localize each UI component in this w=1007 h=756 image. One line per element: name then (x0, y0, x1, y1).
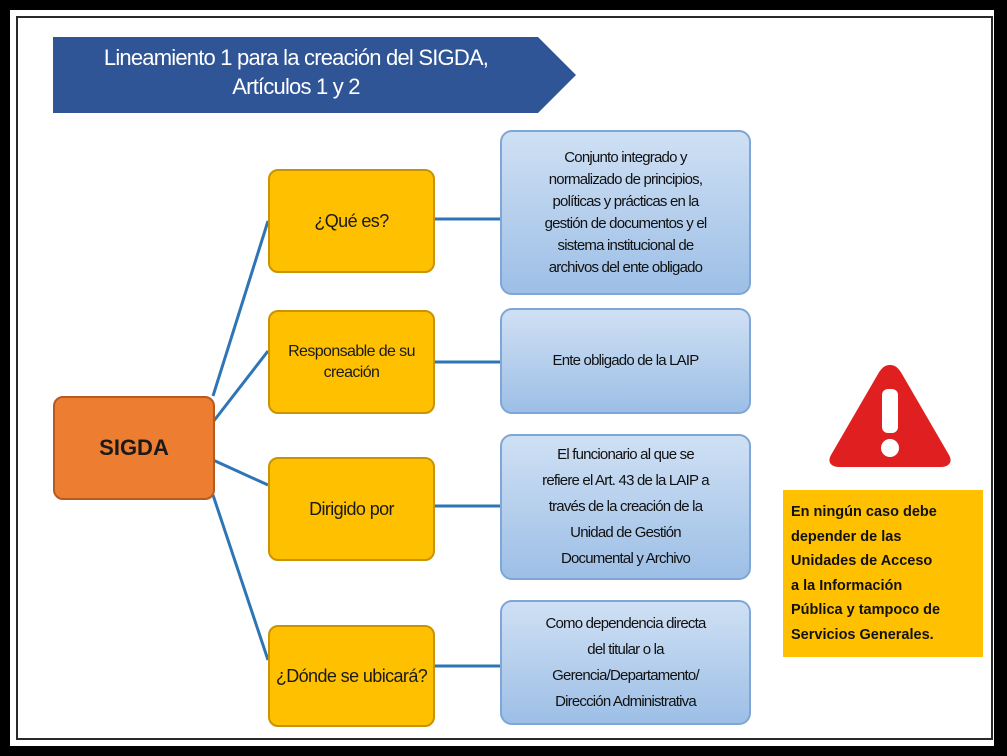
category-label: Dirigido por (309, 499, 394, 519)
category-que-es: ¿Qué es? (268, 169, 435, 273)
title-line-2: Artículos 1 y 2 (232, 74, 360, 99)
description-line: políticas y prácticas en la (552, 192, 700, 210)
warning-line: Pública y tampoco de (791, 602, 941, 618)
description-line: refiere el Art. 43 de la LAIP a (542, 472, 710, 489)
description-line: sistema institucional de (557, 236, 695, 254)
description-line: archivos del ente obligado (548, 258, 703, 276)
root-node-sigda: SIGDA (53, 396, 215, 500)
description-line: Documental y Archivo (560, 550, 691, 567)
description-line: normalizado de principios, (548, 170, 703, 188)
category-dirigido-por: Dirigido por (268, 457, 435, 561)
warning-line: depender de las (791, 528, 902, 545)
connector-root-que-es (211, 220, 270, 397)
diagram-border (16, 16, 993, 740)
warning-note: En ningún caso debe depender de las Unid… (783, 490, 983, 657)
description-line: Ente obligado de la LAIP (552, 352, 700, 369)
title-banner (53, 37, 576, 113)
warning-line: Unidades de Acceso (791, 553, 933, 569)
warning-line: En ningún caso debe (791, 504, 937, 520)
description-line: Dirección Administrativa (555, 692, 697, 710)
description-donde-se-ubicara: Como dependencia directa del titular o l… (500, 600, 751, 725)
connector-root-responsable (211, 350, 270, 423)
description-dirigido-por: El funcionario al que se refiere el Art.… (500, 434, 751, 580)
warning-line: a la Información (791, 577, 903, 594)
description-line: Gerencia/Departamento/ (552, 666, 699, 684)
description-line: Como dependencia directa (545, 614, 706, 632)
connector-root-dirigido (212, 458, 269, 487)
description-que-es: Conjunto integrado y normalizado de prin… (500, 130, 751, 295)
warning-triangle-icon (829, 365, 951, 467)
description-line: Unidad de Gestión (570, 524, 681, 541)
description-responsable: Ente obligado de la LAIP (500, 308, 751, 414)
description-line: El funcionario al que se (557, 446, 695, 463)
title-line-1: Lineamiento 1 para la creación del SIGDA… (103, 45, 489, 70)
description-line: través de la creación de la (548, 498, 703, 515)
connector-root-donde (211, 494, 270, 661)
description-line: Conjunto integrado y (564, 148, 687, 166)
root-label: SIGDA (99, 435, 169, 460)
category-label: ¿Dónde se ubicará? (275, 666, 428, 686)
category-label: Responsable de su creación (288, 343, 415, 381)
category-responsable: Responsable de su creación (268, 310, 435, 414)
description-line: del titular o la (587, 640, 664, 658)
description-line: gestión de documentos y el (544, 214, 708, 232)
category-label: ¿Qué es? (314, 211, 389, 231)
title-banner-text: Lineamiento 1 para la creación del SIGDA… (66, 43, 526, 111)
warning-line: Servicios Generales. (791, 626, 934, 643)
category-donde-se-ubicara: ¿Dónde se ubicará? (268, 625, 435, 727)
